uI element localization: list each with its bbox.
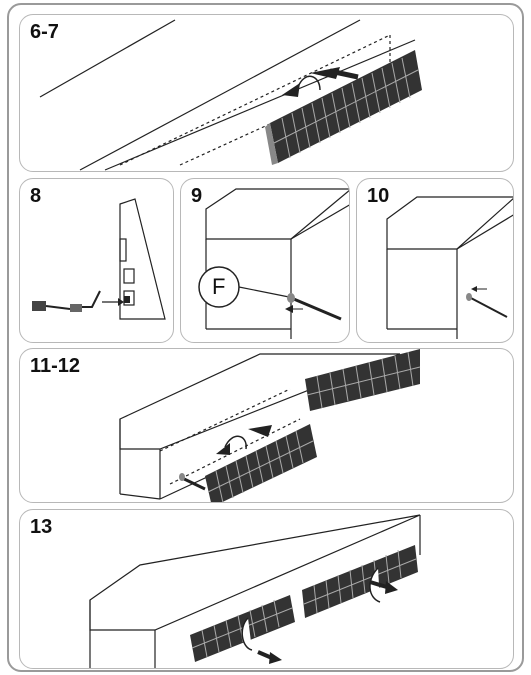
step-number-13: 13	[30, 516, 53, 538]
illustration-11-12	[119, 349, 421, 502]
step-number-6-7: 6-7	[30, 21, 59, 43]
illustration-13	[89, 514, 421, 668]
panel-step-8: 8	[19, 178, 174, 343]
solar-strip-lower	[205, 424, 317, 502]
illustration-9	[198, 188, 349, 339]
panel-step-10: 10	[356, 178, 514, 343]
step-number-11-12: 11-12	[30, 355, 81, 377]
illustration-10	[386, 196, 513, 339]
solar-strip	[265, 50, 422, 165]
illustration-8	[32, 198, 166, 320]
panel-step-9: 9 F	[180, 178, 350, 343]
illustration-6-7	[39, 19, 422, 171]
step-number-9: 9	[191, 185, 203, 207]
solar-strip-upper	[305, 349, 421, 411]
step-number-8: 8	[30, 185, 42, 207]
step-number-10: 10	[367, 185, 390, 207]
cable-connector	[32, 290, 124, 312]
panel-step-11-12: 11-12	[19, 348, 514, 503]
part-label-f: F	[212, 274, 226, 299]
panel-step-13: 13	[19, 509, 514, 669]
panel-step-6-7: 6-7	[19, 14, 514, 172]
solar-strip-right	[302, 545, 418, 618]
